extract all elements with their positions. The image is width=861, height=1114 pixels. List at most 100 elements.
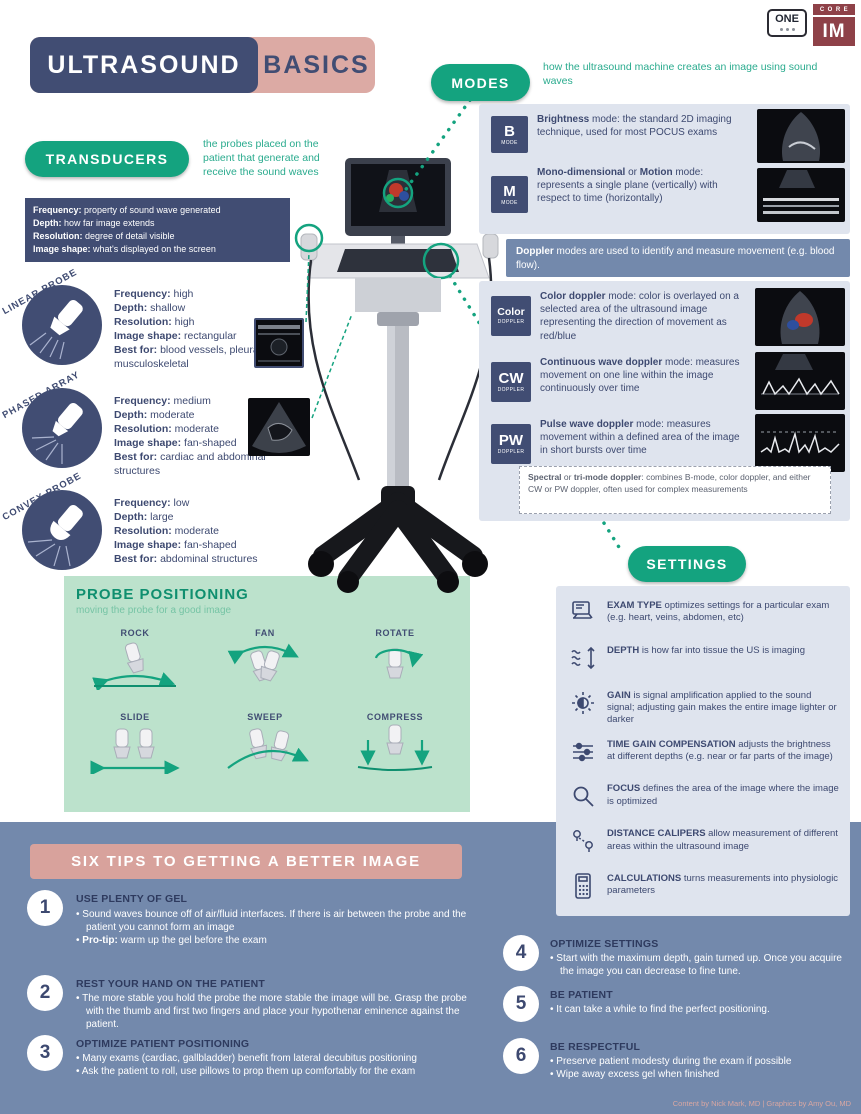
transducers-description: the probes placed on the patient that ge… (203, 138, 320, 178)
color-doppler-word: Color (497, 306, 525, 319)
m-mode-badge: M MODE (491, 176, 528, 213)
compress-illustration (357, 724, 433, 771)
linear-ultrasound-image (254, 318, 304, 368)
spec-line: Image shape: rectangular (114, 329, 237, 342)
move-label-sweep: SWEEP (247, 712, 283, 722)
setting-text: EXAM TYPE optimizes settings for a parti… (607, 600, 830, 624)
tip-title-1: USE PLENTY OF GEL (76, 893, 188, 905)
cw-doppler-text: Continuous wave doppler mode: measures m… (540, 357, 740, 395)
coreim-logo-im: IM (813, 17, 855, 46)
coreim-logo-core: CORE (813, 4, 855, 17)
cw-doppler-badge: CW DOPPLER (491, 362, 531, 402)
six-tips-banner: SIX TIPS TO GETTING A BETTER IMAGE (30, 844, 462, 879)
pw-doppler-image (755, 414, 845, 472)
rock-illustration (92, 640, 176, 690)
move-label-fan: FAN (255, 628, 275, 638)
one-pager-logo: ONE (767, 9, 807, 37)
transducers-section-button: TRANSDUCERS (25, 141, 189, 177)
sweep-illustration (227, 727, 309, 769)
slide-illustration (90, 728, 180, 774)
pw-doppler-sub: DOPPLER (497, 449, 525, 455)
phased-array-specs: Frequency: medium Depth: moderate Resolu… (114, 395, 279, 479)
calculations-icon (568, 871, 598, 906)
spec-line: Depth: moderate (114, 408, 195, 421)
tip-number-6: 6 (503, 1038, 539, 1074)
exam-type-icon (568, 598, 598, 633)
spec-line: Resolution: moderate (114, 524, 220, 537)
settings-panel: EXAM TYPE optimizes settings for a parti… (556, 586, 850, 916)
tip-title-2: REST YOUR HAND ON THE PATIENT (76, 978, 265, 990)
settings-section-button: SETTINGS (628, 546, 746, 582)
tip-bullet: Pro-tip: warm up the gel before the exam (76, 934, 476, 947)
b-mode-letter: B (504, 122, 515, 140)
rotate-illustration (374, 648, 424, 679)
setting-exam-type: EXAM TYPE optimizes settings for a parti… (568, 598, 840, 633)
setting-text: CALCULATIONS turns measurements into phy… (607, 873, 839, 897)
b-mode-sub: MODE (501, 139, 518, 146)
convex-probe-icon (22, 490, 102, 570)
transducer-definitions-box: Frequency: property of sound wave genera… (25, 198, 290, 262)
tip-number-2: 2 (27, 975, 63, 1011)
tip-bullets-3: Many exams (cardiac, gallbladder) benefi… (76, 1052, 486, 1078)
modes-section-button: MODES (431, 64, 530, 101)
move-label-slide: SLIDE (120, 712, 150, 722)
setting-time-gain-compensation: TIME GAIN COMPENSATION adjusts the brigh… (568, 737, 840, 772)
tip-bullet: Ask the patient to roll, use pillows to … (76, 1065, 486, 1078)
move-label-rotate: ROTATE (375, 628, 415, 638)
pw-doppler-text: Pulse wave doppler mode: measures moveme… (540, 419, 740, 457)
title-ultrasound-banner: ULTRASOUND (30, 37, 258, 93)
title-ultrasound: ULTRASOUND (47, 50, 241, 79)
color-doppler-sub: DOPPLER (497, 318, 525, 325)
pw-doppler-word: PW (498, 432, 524, 449)
probe-positioning-subtitle: moving the probe for a good image (76, 605, 232, 616)
tip-number-5: 5 (503, 986, 539, 1022)
setting-gain: GAIN is signal amplification applied to … (568, 688, 840, 727)
tip-title-3: OPTIMIZE PATIENT POSITIONING (76, 1038, 250, 1050)
setting-text: DISTANCE CALIPERS allow measurement of d… (607, 828, 838, 852)
spec-line: Best for: abdominal structures (114, 552, 258, 565)
tip-bullet: Sound waves bounce off of air/fluid inte… (76, 908, 476, 934)
spec-line: Depth: large (114, 510, 174, 523)
setting-text: DEPTH is how far into tissue the US is i… (607, 644, 805, 656)
spec-line: Frequency: high (114, 288, 194, 300)
color-doppler-text: Color doppler mode: color is overlayed o… (540, 291, 739, 342)
tip-bullet: Wipe away excess gel when finished (550, 1068, 850, 1081)
probe-positioning-title: PROBE POSITIONING (76, 586, 249, 603)
doppler-note: Doppler modes are used to identify and m… (506, 239, 850, 277)
spec-line: Depth: shallow (114, 301, 186, 314)
m-mode-sub: MODE (501, 199, 518, 206)
one-pager-logo-text: ONE (775, 13, 799, 25)
spec-line: Frequency: low (114, 497, 190, 509)
tip-number-1: 1 (27, 890, 63, 926)
convex-probe-specs: Frequency: low Depth: large Resolution: … (114, 497, 289, 567)
tip-bullet: It can take a while to find the perfect … (550, 1003, 850, 1016)
distance-calipers-icon (568, 826, 598, 861)
setting-text: GAIN is signal amplification applied to … (607, 689, 837, 726)
gain-icon (568, 688, 598, 723)
tip-bullets-5: It can take a while to find the perfect … (550, 1003, 850, 1016)
definition-frequency: Frequency: property of sound wave genera… (33, 205, 221, 215)
move-label-compress: COMPRESS (366, 712, 424, 722)
spec-line: Best for: blood vessels, pleura, musculo… (114, 343, 262, 370)
move-label-rock: ROCK (120, 628, 150, 638)
credit-line: Content by Nick Mark, MD | Graphics by A… (672, 1099, 851, 1108)
tip-number-4: 4 (503, 935, 539, 971)
pager-dots-icon (769, 28, 805, 31)
title-basics: BASICS (263, 50, 370, 79)
time-gain-compensation-icon (568, 737, 598, 772)
cw-doppler-word: CW (498, 370, 524, 387)
tip-bullet: Preserve patient modesty during the exam… (550, 1055, 850, 1068)
fan-illustration (227, 643, 299, 683)
definition-image-shape: Image shape: what's displayed on the scr… (33, 244, 216, 255)
setting-distance-calipers: DISTANCE CALIPERS allow measurement of d… (568, 826, 840, 861)
tip-bullet: The more stable you hold the probe the m… (76, 992, 476, 1032)
tip-title-6: BE RESPECTFUL (550, 1041, 641, 1053)
linear-probe-specs: Frequency: high Depth: shallow Resolutio… (114, 288, 272, 372)
m-mode-letter: M (503, 182, 516, 200)
tip-bullets-6: Preserve patient modesty during the exam… (550, 1055, 850, 1081)
spec-line: Resolution: high (114, 315, 195, 328)
phased-ultrasound-image (248, 398, 310, 456)
b-mode-image (757, 109, 845, 163)
tip-bullets-4: Start with the maximum depth, gain turne… (550, 952, 850, 978)
